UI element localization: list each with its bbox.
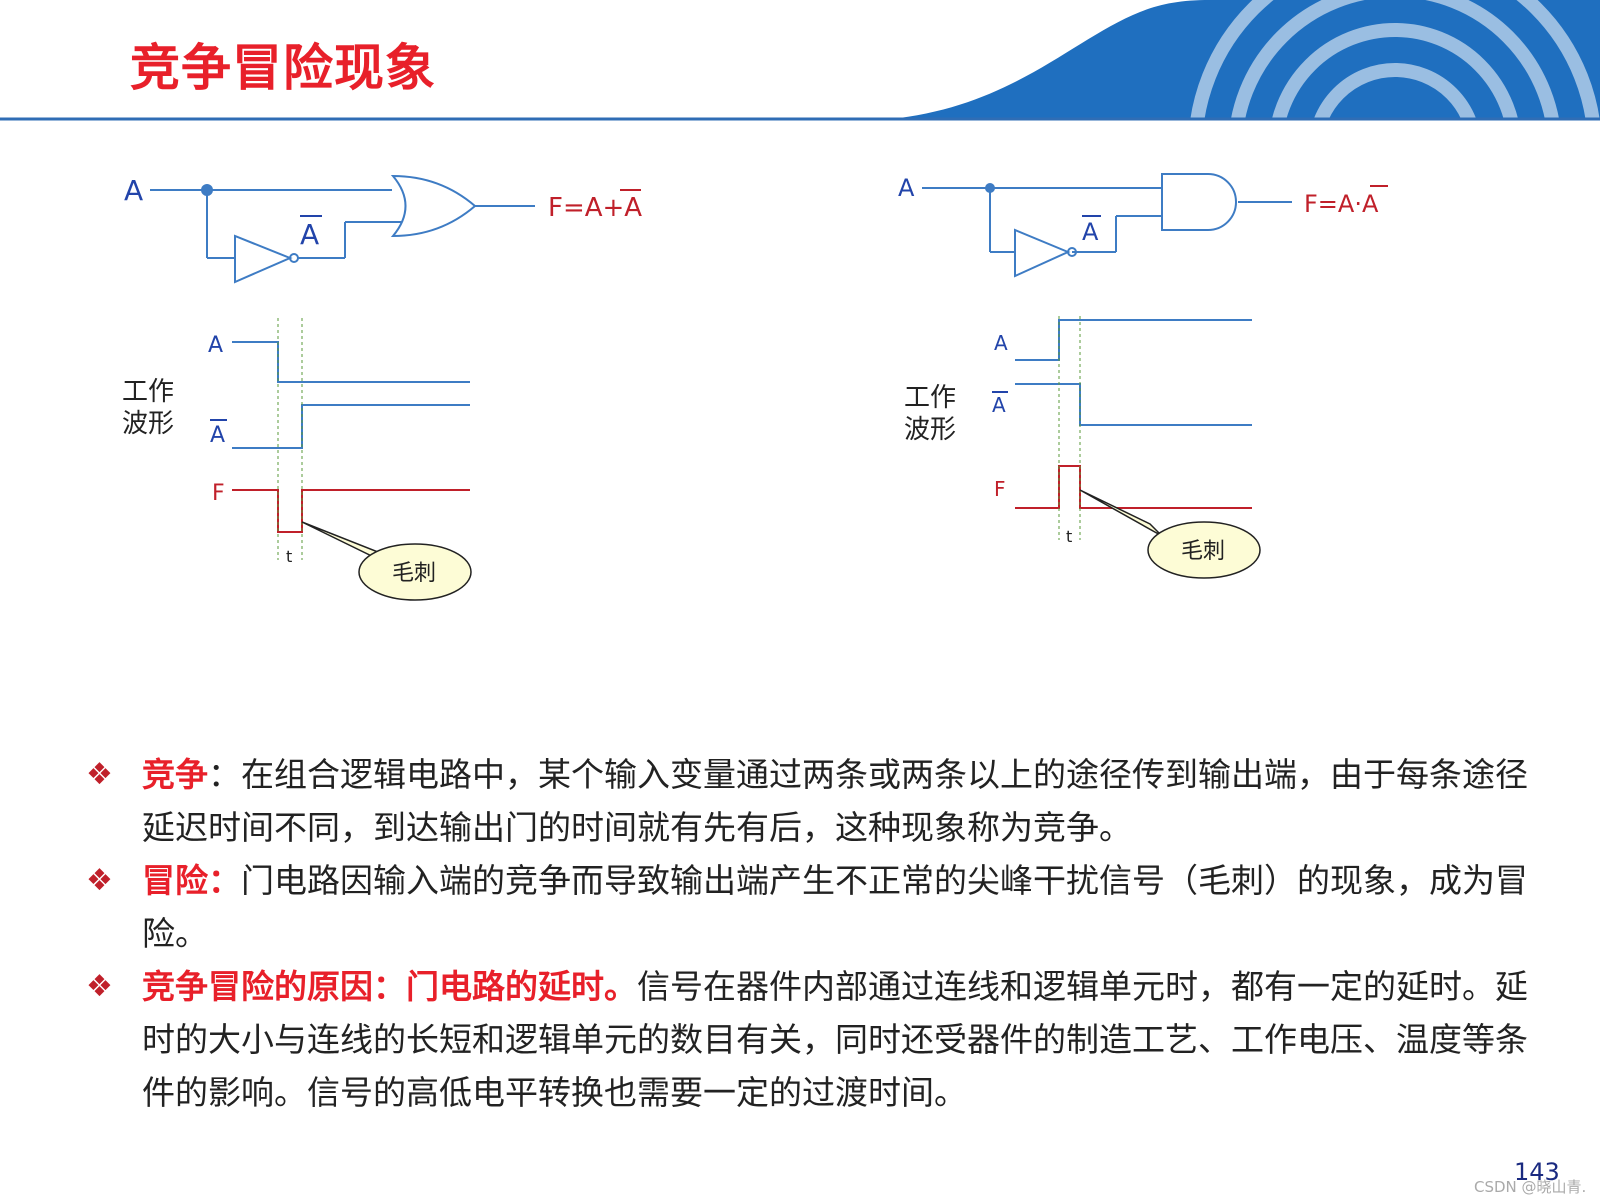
right-wave-a xyxy=(1015,319,1252,361)
bullet-keyword: 竞争冒险的原因：门电路的延时。 xyxy=(142,967,637,1006)
left-wave-abar xyxy=(232,404,470,449)
left-glitch-label: 毛刺 xyxy=(392,561,436,586)
right-glitch-callout-pointer xyxy=(1079,489,1163,537)
bullet-hazard: ❖ 冒险：门电路因输入端的竞争而导致输出端产生不正常的尖峰干扰信号（毛刺）的现象… xyxy=(86,854,1546,960)
left-output-label: F=A+A xyxy=(548,193,642,223)
left-caption-2: 波形 xyxy=(122,409,174,439)
left-or-gate xyxy=(390,174,477,238)
left-not-gate xyxy=(234,234,293,284)
right-wave-a-label: A xyxy=(994,331,1008,355)
right-input-a: A xyxy=(898,174,915,202)
diamond-bullet-icon: ❖ xyxy=(86,863,113,898)
watermark: CSDN @晓山青. xyxy=(1474,1178,1587,1196)
right-glitch-callout xyxy=(1147,521,1261,579)
left-a-bar-label: A xyxy=(300,218,319,251)
right-a-bar-label: A xyxy=(1082,218,1099,246)
diamond-bullet-icon: ❖ xyxy=(86,757,113,792)
bullet-list: ❖ 竞争：在组合逻辑电路中，某个输入变量通过两条或两条以上的途径传到输出端，由于… xyxy=(86,748,1546,1119)
left-junction-dot xyxy=(201,184,213,196)
left-glitch-callout xyxy=(358,543,472,601)
right-not-gate xyxy=(1014,228,1071,278)
left-circuit xyxy=(150,174,535,284)
left-wave-a xyxy=(232,341,470,383)
right-wave-f xyxy=(1015,465,1252,509)
bullet-keyword: 竞争 xyxy=(142,755,208,794)
bullet-text: 门电路因输入端的竞争而导致输出端产生不正常的尖峰干扰信号（毛刺）的现象，成为冒险… xyxy=(142,861,1528,953)
right-diagram: A A F=A·A 工作 波形 A A F t 毛刺 xyxy=(898,173,1388,579)
bullet-keyword: 冒险： xyxy=(142,861,241,900)
header-decoration xyxy=(0,0,1600,121)
right-glitch-label: 毛刺 xyxy=(1181,539,1225,564)
diamond-bullet-icon: ❖ xyxy=(86,969,113,1004)
right-caption-1: 工作 xyxy=(904,383,956,413)
logo-ring-core xyxy=(1308,63,1482,120)
right-output-label: F=A·A xyxy=(1304,190,1379,218)
right-wave-abar xyxy=(1015,383,1252,426)
left-not-bubble xyxy=(289,253,299,263)
right-wave-f-label: F xyxy=(994,477,1006,501)
left-wave-f-label: F xyxy=(212,481,225,506)
left-delay-label: t xyxy=(286,547,292,566)
bullet-text: 信号在器件内部通过连线和逻辑单元时，都有一定的延时。延时的大小与连线的长短和逻辑… xyxy=(142,967,1528,1112)
right-delay-label: t xyxy=(1066,527,1072,546)
left-wave-a-label: A xyxy=(208,333,223,358)
left-caption-1: 工作 xyxy=(122,377,174,407)
right-junction-dot xyxy=(985,183,995,193)
bullet-cause: ❖ 竞争冒险的原因：门电路的延时。信号在器件内部通过连线和逻辑单元时，都有一定的… xyxy=(86,960,1546,1119)
right-not-bubble xyxy=(1067,247,1077,257)
bullet-text: ：在组合逻辑电路中，某个输入变量通过两条或两条以上的途径传到输出端，由于每条途径… xyxy=(142,755,1528,847)
left-wave-abar-label: A xyxy=(210,423,225,448)
right-caption-2: 波形 xyxy=(904,415,956,445)
left-input-a: A xyxy=(124,174,143,207)
right-wave-abar-label: A xyxy=(992,393,1006,417)
left-diagram: A A F=A+A 工作 波形 A A F t 毛刺 xyxy=(122,174,642,601)
right-and-gate xyxy=(1161,173,1237,231)
page-number: 143 xyxy=(1514,1158,1560,1186)
bullet-competition: ❖ 竞争：在组合逻辑电路中，某个输入变量通过两条或两条以上的途径传到输出端，由于… xyxy=(86,748,1546,854)
left-wave-f xyxy=(232,489,470,533)
logo-ring-inner xyxy=(1268,23,1522,120)
page-title: 竞争冒险现象 xyxy=(130,39,436,97)
right-circuit xyxy=(922,173,1292,278)
